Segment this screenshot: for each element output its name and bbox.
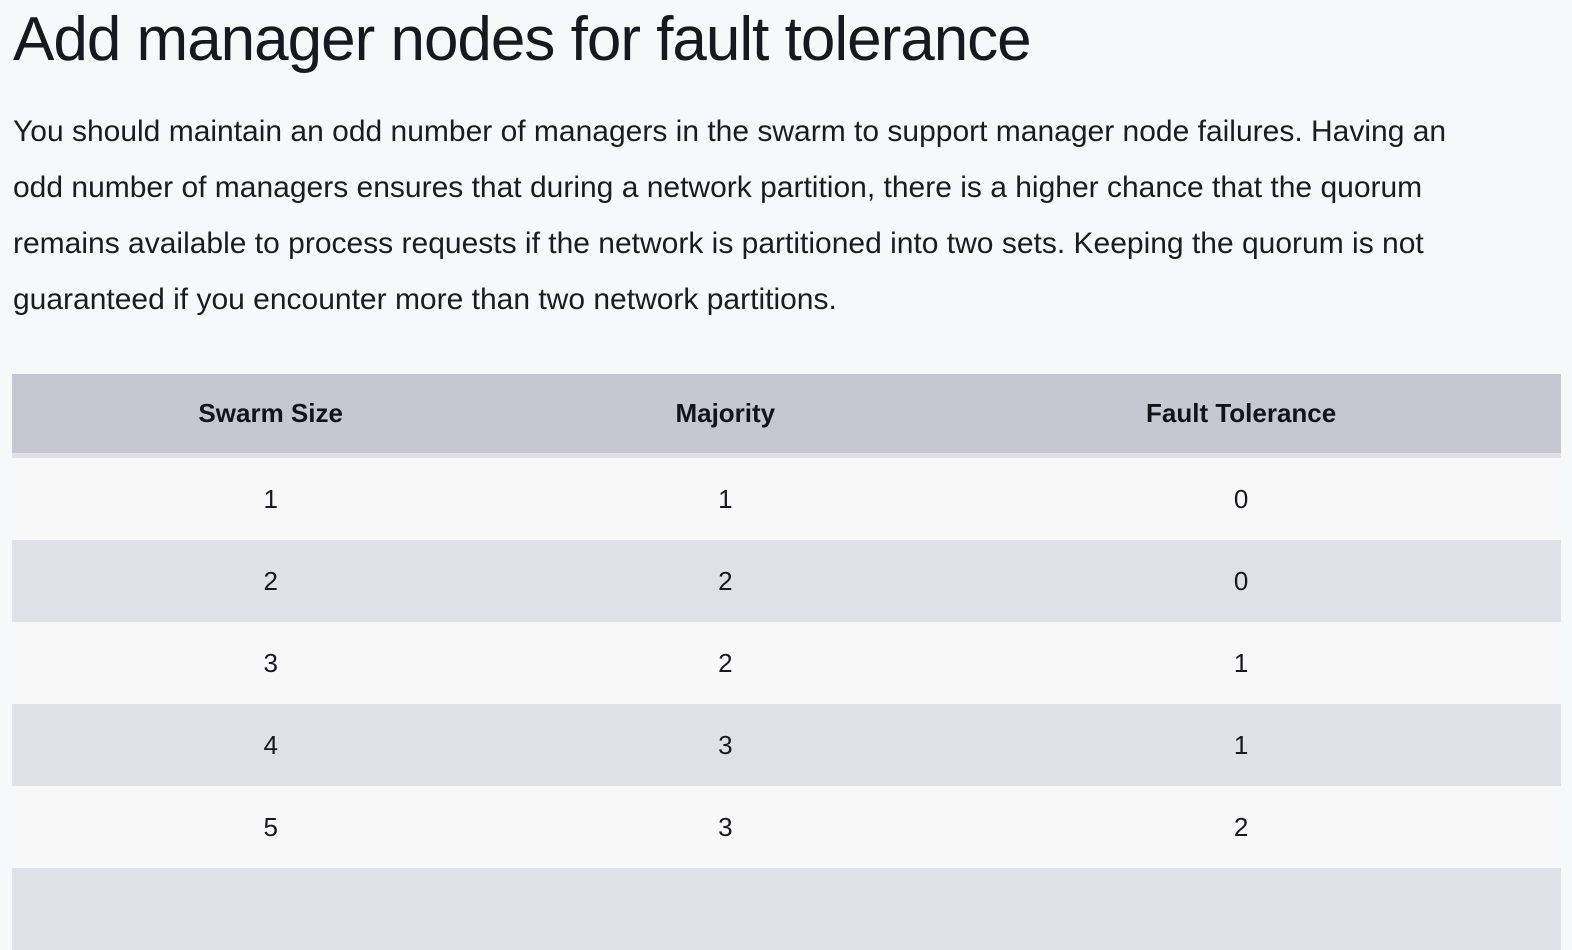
table-cell: 0 <box>921 540 1561 622</box>
table-row <box>12 868 1561 950</box>
table-cell: 3 <box>529 704 921 786</box>
table-cell: 2 <box>12 540 529 622</box>
table-cell: 4 <box>12 704 529 786</box>
table-cell: 2 <box>529 540 921 622</box>
table-cell: 3 <box>12 622 529 704</box>
table-cell: 0 <box>921 456 1561 541</box>
column-header-swarm-size: Swarm Size <box>12 374 529 456</box>
table-header-row: Swarm Size Majority Fault Tolerance <box>12 374 1561 456</box>
intro-paragraph-line: You should maintain an odd number of man… <box>13 104 1552 160</box>
table-cell: 2 <box>529 622 921 704</box>
table-cell: 2 <box>921 786 1561 868</box>
table-cell <box>12 868 529 950</box>
column-header-fault-tolerance: Fault Tolerance <box>921 374 1561 456</box>
intro-paragraph-line: remains available to process requests if… <box>13 216 1552 272</box>
table-cell: 5 <box>12 786 529 868</box>
table-cell: 1 <box>921 704 1561 786</box>
page-title: Add manager nodes for fault tolerance <box>0 0 1572 74</box>
column-header-majority: Majority <box>529 374 921 456</box>
table-cell: 1 <box>921 622 1561 704</box>
intro-paragraph: You should maintain an odd number of man… <box>13 104 1552 328</box>
table-cell: 1 <box>12 456 529 541</box>
table-cell: 3 <box>529 786 921 868</box>
table-cell <box>529 868 921 950</box>
table-cell <box>921 868 1561 950</box>
table-cell: 1 <box>529 456 921 541</box>
intro-paragraph-line: odd number of managers ensures that duri… <box>13 160 1552 216</box>
intro-paragraph-line: guaranteed if you encounter more than tw… <box>13 272 1552 328</box>
